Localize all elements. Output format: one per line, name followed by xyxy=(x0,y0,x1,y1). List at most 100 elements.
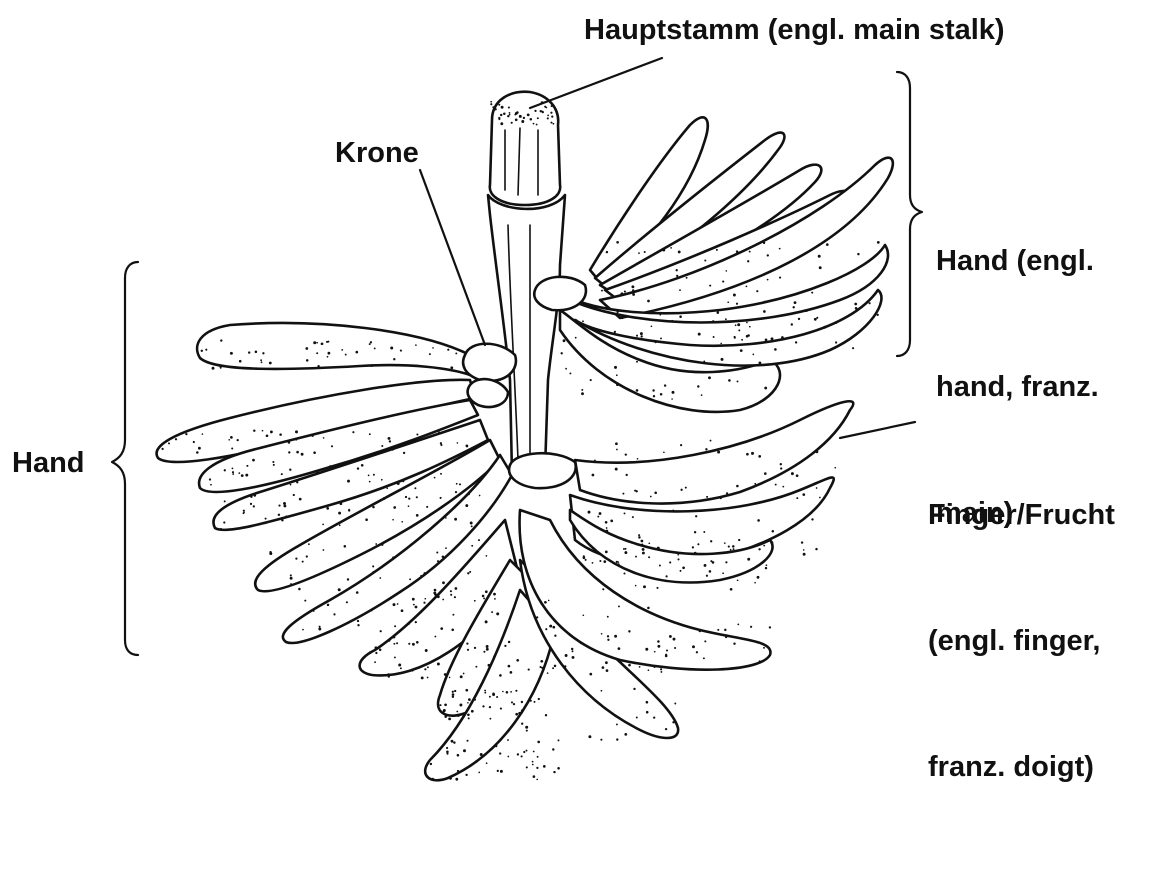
stipple-dot xyxy=(500,708,502,710)
stipple-dot xyxy=(603,560,606,563)
stipple-dot xyxy=(752,354,754,356)
stipple-dot xyxy=(389,440,391,442)
stipple-dot xyxy=(196,451,199,454)
stipple-dot xyxy=(372,571,375,574)
stipple-dot xyxy=(547,672,549,674)
stipple-dot xyxy=(317,365,319,367)
stipple-dot xyxy=(416,514,419,517)
stipple-dot xyxy=(316,352,318,354)
stipple-dot xyxy=(671,398,673,400)
stipple-dot xyxy=(801,541,803,543)
stipple-dot xyxy=(530,700,532,702)
stipple-dot xyxy=(736,485,739,488)
stipple-dot xyxy=(616,311,618,313)
stipple-dot xyxy=(383,497,386,500)
stipple-dot xyxy=(313,341,316,344)
stipple-dot xyxy=(698,333,701,336)
stipple-dot xyxy=(728,546,730,548)
stipple-dot xyxy=(659,314,661,316)
stipple-dot xyxy=(736,303,738,305)
stipple-dot xyxy=(521,755,523,757)
stipple-dot xyxy=(617,561,619,563)
stipple-dot xyxy=(508,665,511,668)
stipple-dot xyxy=(628,664,631,667)
stipple-dot xyxy=(692,546,694,548)
stipple-dot xyxy=(550,112,552,114)
stipple-dot xyxy=(552,626,555,629)
stipple-dot xyxy=(637,458,639,460)
stipple-dot xyxy=(589,673,592,676)
stipple-dot xyxy=(648,542,650,544)
stipple-dot xyxy=(716,249,718,251)
stipple-dot xyxy=(412,643,415,646)
stipple-dot xyxy=(466,446,468,448)
stipple-dot xyxy=(452,614,454,616)
stipple-dot xyxy=(628,630,630,632)
stipple-dot xyxy=(338,512,341,515)
stipple-dot xyxy=(381,543,383,545)
stipple-dot xyxy=(313,610,315,612)
stipple-dot xyxy=(795,341,797,343)
stipple-dot xyxy=(405,496,407,498)
stipple-dot xyxy=(450,590,452,592)
stipple-dot xyxy=(660,668,662,670)
stipple-dot xyxy=(616,723,618,725)
stipple-dot xyxy=(624,291,626,293)
stipple-dot xyxy=(329,465,331,467)
stipple-dot xyxy=(592,562,594,564)
stipple-dot xyxy=(770,541,773,544)
stipple-dot xyxy=(444,715,447,718)
stipple-dot xyxy=(278,514,280,516)
stipple-dot xyxy=(626,474,628,476)
stipple-dot xyxy=(455,778,458,781)
stipple-dot xyxy=(486,762,488,764)
stipple-dot xyxy=(759,660,761,662)
stipple-dot xyxy=(780,463,782,465)
stipple-dot xyxy=(746,286,748,288)
stipple-dot xyxy=(774,348,777,351)
stipple-dot xyxy=(672,391,675,394)
stipple-dot xyxy=(527,114,530,117)
stipple-dot xyxy=(623,548,625,550)
stipple-dot xyxy=(606,527,608,529)
stipple-dot xyxy=(599,560,601,562)
stipple-dot xyxy=(289,469,291,471)
stipple-dot xyxy=(260,359,262,361)
stipple-dot xyxy=(316,342,318,344)
stipple-dot xyxy=(390,347,393,350)
stipple-dot xyxy=(293,494,295,496)
stipple-dot xyxy=(493,655,496,658)
stipple-dot xyxy=(534,701,536,703)
stipple-dot xyxy=(437,663,440,666)
stipple-dot xyxy=(601,633,603,635)
stipple-dot xyxy=(375,652,377,654)
stipple-dot xyxy=(402,480,404,482)
stipple-dot xyxy=(599,512,602,515)
stipple-dot xyxy=(161,448,163,450)
stipple-dot xyxy=(730,549,732,551)
stipple-dot xyxy=(623,572,625,574)
stipple-dot xyxy=(657,645,660,648)
stipple-dot xyxy=(602,666,605,669)
stipple-dot xyxy=(306,555,308,557)
stipple-dot xyxy=(456,483,458,485)
stipple-dot xyxy=(558,739,560,741)
stipple-dot xyxy=(478,772,480,774)
stipple-dot xyxy=(835,322,837,324)
stipple-dot xyxy=(230,352,233,355)
stipple-dot xyxy=(547,115,549,117)
stipple-dot xyxy=(735,324,737,326)
stipple-dot xyxy=(641,543,643,545)
stipple-dot xyxy=(205,349,207,351)
stipple-dot xyxy=(319,626,321,628)
stipple-dot xyxy=(601,290,603,292)
stipple-dot xyxy=(541,660,544,663)
stipple-dot xyxy=(499,752,501,754)
stipple-dot xyxy=(694,552,697,555)
stipple-dot xyxy=(444,673,447,676)
stipple-dot xyxy=(459,483,461,485)
stipple-dot xyxy=(749,251,751,253)
stipple-dot xyxy=(530,118,533,121)
stipple-dot xyxy=(304,600,306,602)
stipple-dot xyxy=(347,480,350,483)
